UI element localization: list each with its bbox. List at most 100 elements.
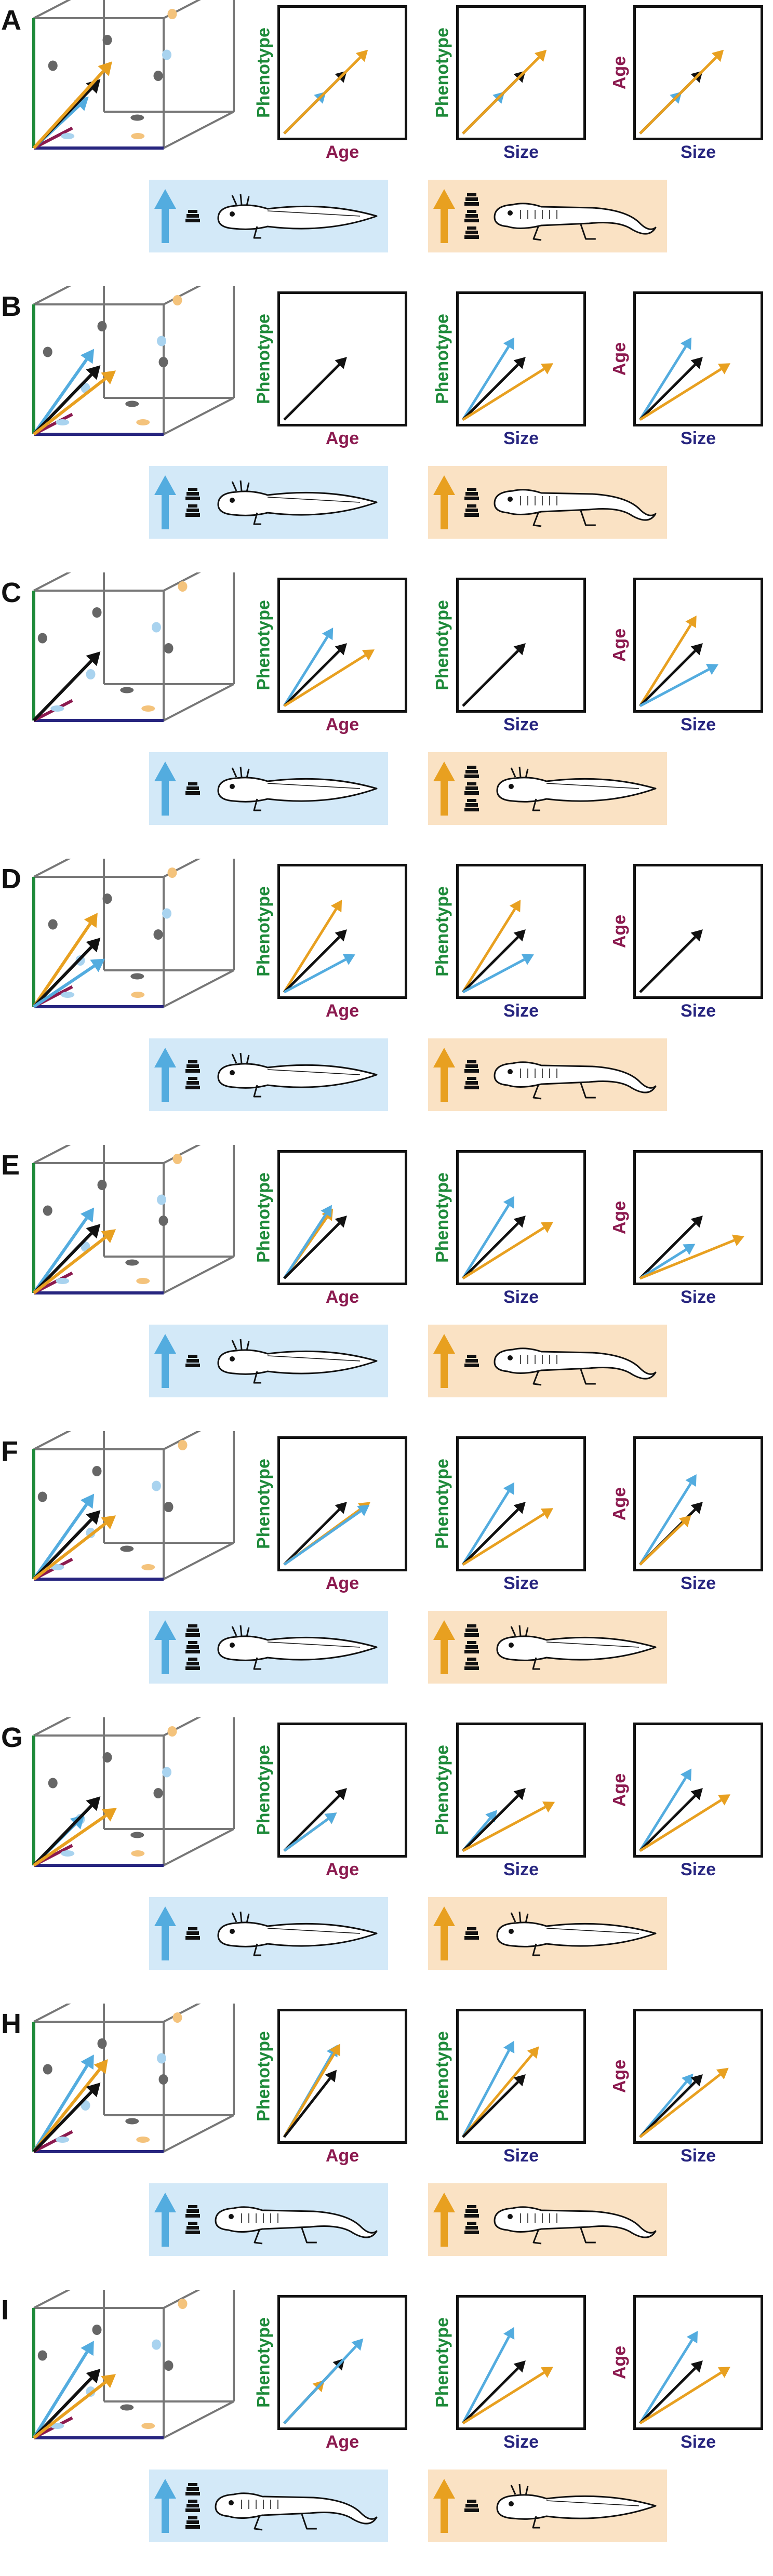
legend-blue-group	[149, 180, 388, 252]
data-point	[50, 1564, 64, 1570]
y-axis-label: Age	[609, 1200, 630, 1235]
salamander-adult-icon	[215, 2206, 378, 2245]
weight-stack-icon	[185, 2500, 200, 2512]
data-point	[167, 9, 177, 19]
arrow-plot	[461, 337, 554, 421]
legend-blue-group	[149, 752, 388, 825]
axolotl-larva-icon	[496, 1625, 657, 1670]
x-axis-label: Size	[680, 1860, 716, 1879]
arrow-plot	[638, 1474, 703, 1566]
orange-arrow-vector	[32, 913, 98, 1008]
data-point	[131, 133, 145, 139]
y-axis-label: Age	[609, 2059, 630, 2093]
panel-frame	[633, 1436, 763, 1571]
weight-stack-icon	[185, 1927, 200, 1940]
x-axis-label: Age	[325, 2146, 359, 2166]
legend-orange-group	[428, 752, 667, 825]
x-axis-label: Size	[503, 1573, 539, 1593]
data-point	[125, 401, 139, 407]
weight-stack-icon	[185, 1641, 200, 1653]
blue-arrow-vector	[638, 2331, 698, 2424]
data-point	[61, 1850, 75, 1857]
data-point	[56, 419, 70, 425]
blue-arrow-vector	[638, 1768, 692, 1852]
legend-blue-group	[149, 1897, 388, 1970]
blue-arrow-vector	[461, 2327, 515, 2424]
data-point	[43, 346, 52, 357]
arrow-plot	[283, 1502, 371, 1566]
x-axis-label: Size	[680, 1287, 716, 1307]
salamander-adult-icon	[494, 1061, 657, 1100]
orange-arrow-vector	[462, 363, 554, 421]
panel-letter: F	[1, 1436, 18, 1467]
orange-arrow-vector	[33, 2374, 116, 2439]
y-axis-label: Phenotype	[254, 1745, 274, 1835]
arrow-plot	[461, 1482, 554, 1566]
blue-arrow-vector	[639, 663, 718, 708]
panel-frame	[456, 2009, 586, 2144]
y-axis-label: Phenotype	[432, 2031, 452, 2121]
weight-stack-icon	[185, 504, 200, 517]
weight-stack-icon	[464, 1641, 479, 1653]
cube-diagram	[29, 0, 257, 156]
data-point	[131, 992, 145, 998]
black-arrow-vector	[283, 1216, 347, 1279]
panel-frame	[456, 1723, 586, 1858]
legend-orange-group	[428, 1897, 667, 1970]
cube-3d-diagram	[32, 1431, 235, 1581]
data-point	[152, 2339, 161, 2350]
data-point	[136, 2137, 150, 2143]
arrow-plot	[461, 2040, 539, 2138]
black-arrow-vector	[32, 1796, 101, 1867]
salamander-adult-icon	[494, 2206, 657, 2245]
orange-arrow-vector	[283, 49, 368, 135]
data-point	[157, 1194, 166, 1205]
axolotl-larva-icon	[217, 194, 378, 239]
black-arrow-vector	[462, 2074, 526, 2138]
data-point	[48, 60, 58, 71]
arrow-plot	[283, 1205, 347, 1279]
cube-3d-diagram	[32, 2004, 235, 2153]
data-point	[61, 133, 75, 139]
black-arrow-vector	[32, 1510, 101, 1581]
data-point	[152, 1480, 161, 1491]
panel-frame	[633, 291, 763, 426]
y-axis-label: Phenotype	[432, 886, 452, 977]
arrow-plot	[638, 2331, 731, 2425]
axolotl-larva-icon	[496, 2484, 657, 2529]
y-axis-label: Phenotype	[254, 28, 274, 118]
orange-arrow-vector	[33, 370, 116, 436]
panel-frame	[633, 1723, 763, 1858]
data-point	[162, 908, 171, 919]
weight-stack-icon	[464, 782, 479, 795]
y-axis-label: Phenotype	[254, 1459, 274, 1549]
black-arrow-vector	[32, 2369, 101, 2439]
arrow-plot	[462, 49, 547, 135]
black-arrow-vector	[639, 643, 703, 707]
blue-arrow-vector	[33, 958, 105, 1008]
weight-stack-icon	[185, 2516, 200, 2529]
orange-arrow-vector	[639, 49, 724, 135]
axolotl-larva-icon	[217, 1052, 378, 1098]
weight-stack-icon	[464, 1355, 479, 1367]
y-axis-label: Phenotype	[432, 314, 452, 404]
cube-diagram	[29, 572, 257, 728]
up-arrow-icon	[154, 1906, 176, 1960]
arrow-plot	[462, 643, 526, 707]
y-axis-label: Phenotype	[254, 314, 274, 404]
orange-arrow-vector	[462, 1801, 555, 1852]
axolotl-larva-icon	[496, 766, 657, 811]
weight-stack-icon	[185, 1060, 200, 1073]
panel-frame	[277, 291, 407, 426]
y-axis-label: Age	[609, 342, 630, 376]
weight-stack-icon	[185, 1077, 200, 1089]
weight-stack-icon	[185, 1355, 200, 1367]
data-point	[125, 1259, 139, 1266]
arrow-plot	[638, 1768, 731, 1852]
orange-arrow-vector	[639, 1515, 691, 1566]
black-arrow-vector	[639, 1216, 703, 1279]
x-axis-label: Size	[503, 715, 539, 735]
legend-orange-group	[428, 180, 667, 252]
panel-frame	[277, 1436, 407, 1571]
legend-blue-group	[149, 1611, 388, 1684]
